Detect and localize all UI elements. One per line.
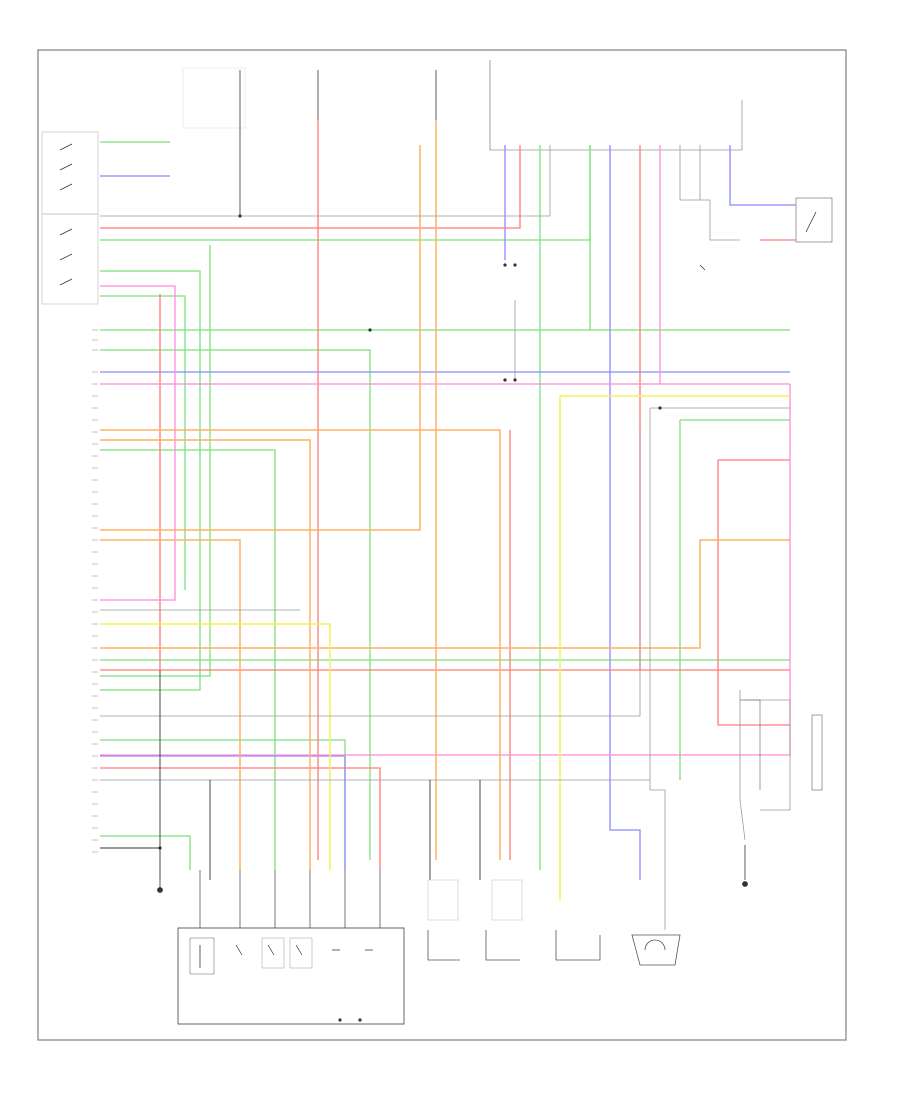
right-sensor-box [795, 197, 833, 243]
right-lower-switch-box [740, 699, 823, 791]
left-switch-lower [41, 213, 99, 305]
left-switch-upper [41, 131, 99, 215]
green-wires [100, 141, 790, 870]
yellow-wires [100, 395, 790, 900]
sensor-bracket-2 [485, 879, 523, 961]
control-module-top [489, 60, 743, 151]
left-connector-pins [92, 329, 98, 853]
fuse-block-left [182, 67, 246, 215]
bottom-connector-stubs [199, 870, 381, 928]
automatic-transaxle-box [177, 927, 405, 1025]
gray-wires [100, 145, 791, 930]
ground-icon [157, 264, 748, 893]
blue-wires [100, 145, 796, 880]
junction-dots [158, 214, 662, 1022]
sensor-bracket-3 [555, 930, 601, 961]
orange-wires [100, 120, 790, 870]
red-wires [100, 120, 796, 870]
vehicle-speed-sensor [631, 934, 681, 966]
sensor-bracket-1 [427, 879, 460, 961]
black-wires [100, 670, 481, 880]
diagram-frame [37, 49, 847, 1041]
